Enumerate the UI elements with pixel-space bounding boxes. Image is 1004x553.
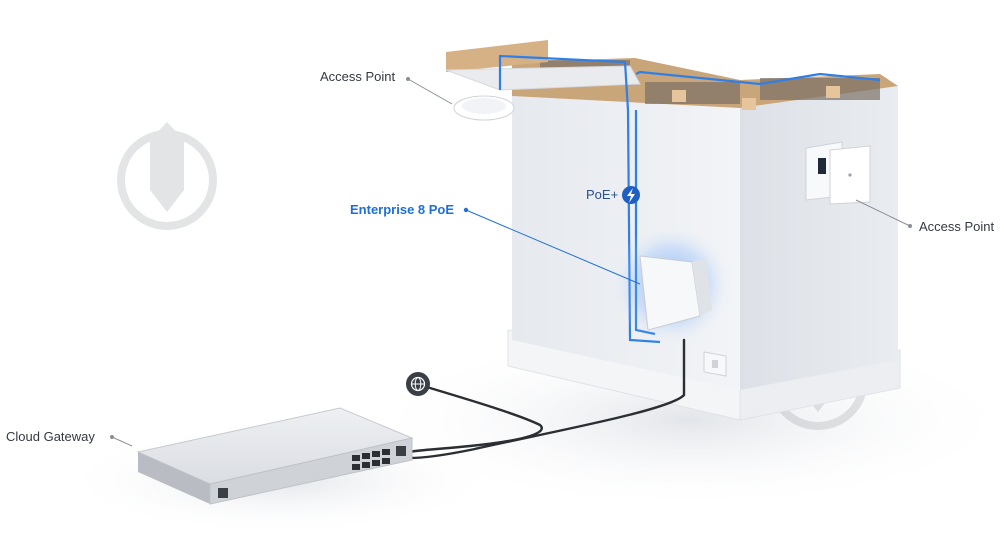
cloud-gateway-device	[136, 407, 414, 505]
wall-access-point-device	[805, 141, 871, 205]
access-point-label-top: Access Point	[320, 69, 396, 84]
cloud-gateway-label: Cloud Gateway	[6, 429, 95, 444]
ceiling-slab	[445, 40, 641, 91]
internet-globe-icon	[406, 372, 430, 396]
ceiling-access-point-device	[453, 95, 515, 121]
wall-outlet	[703, 351, 727, 377]
enterprise-switch-label: Enterprise 8 PoE	[350, 202, 455, 217]
poe-lightning-icon	[622, 186, 640, 204]
poe-plus-label: PoE+	[586, 187, 619, 202]
leader-lines	[110, 77, 912, 447]
enterprise-switch-device	[639, 255, 712, 331]
data-cables	[406, 338, 686, 460]
watermark-drop-icon-left	[117, 122, 217, 230]
access-point-label-right: Access Point	[919, 219, 995, 234]
